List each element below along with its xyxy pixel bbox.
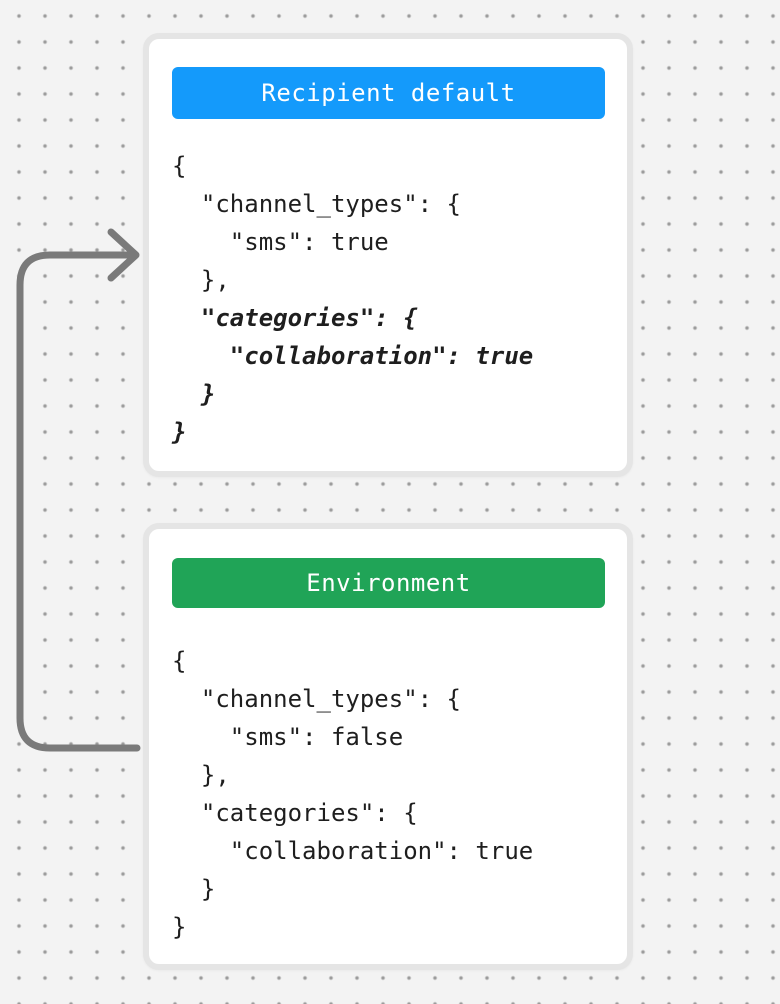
code-line: "categories": { [172, 304, 418, 332]
arrow-head-icon [107, 228, 140, 282]
card-environment: Environment { "channel_types": { "sms": … [143, 523, 633, 970]
code-line: "categories": { [172, 799, 418, 827]
code-line: } [172, 875, 216, 903]
code-line: { [172, 647, 187, 675]
code-line: "channel_types": { [172, 685, 461, 713]
environment-header: Environment [172, 558, 605, 608]
code-line: "collaboration": true [172, 342, 534, 370]
recipient-default-code-block: { "channel_types": { "sms": true }, "cat… [172, 147, 617, 451]
environment-code-block: { "channel_types": { "sms": false }, "ca… [172, 642, 617, 946]
code-line: "collaboration": true [172, 837, 534, 865]
card-recipient-default: Recipient default { "channel_types": { "… [143, 33, 633, 477]
code-line: } [172, 418, 187, 446]
code-line: "sms": false [172, 723, 404, 751]
code-line: { [172, 152, 187, 180]
recipient-default-header: Recipient default [172, 67, 605, 119]
code-line: "channel_types": { [172, 190, 461, 218]
code-line: "sms": true [172, 228, 389, 256]
code-line: } [172, 913, 187, 941]
code-line: }, [172, 266, 230, 294]
arrow-shaft [16, 251, 141, 752]
code-line: }, [172, 761, 230, 789]
code-line: } [172, 380, 216, 408]
